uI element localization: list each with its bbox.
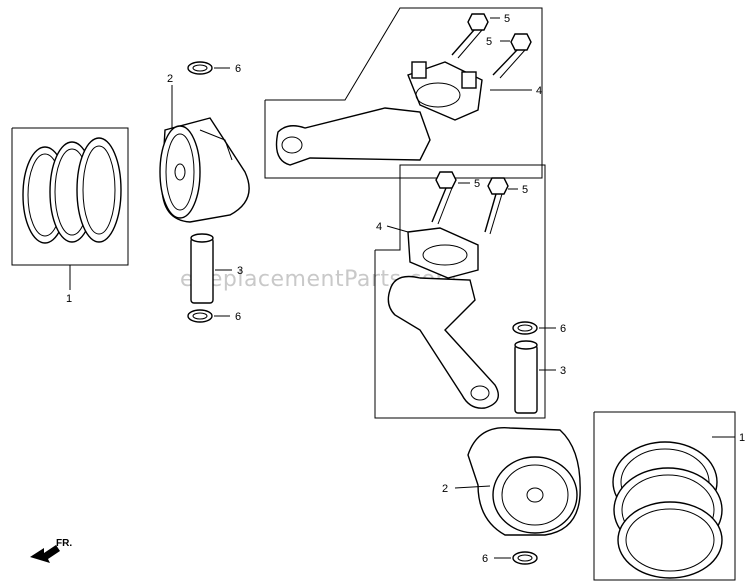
piston-pin-right <box>514 340 556 414</box>
callout-pin-right: 3 <box>560 365 566 377</box>
callout-rod-mid: 4 <box>376 221 382 233</box>
circlip-right-top <box>512 321 556 335</box>
callout-clip-right-top: 6 <box>560 323 566 335</box>
piston-pin-left <box>190 233 232 304</box>
connecting-rod-top <box>275 61 483 166</box>
callout-bolt-top-a: 5 <box>504 13 510 25</box>
front-direction-arrow-icon <box>30 545 60 563</box>
circlip-right-bottom <box>494 551 538 565</box>
piston-right <box>454 427 581 536</box>
callout-rod-top: 4 <box>536 85 542 97</box>
front-direction-label: FR. <box>56 538 72 549</box>
piston-rings-left <box>11 127 129 290</box>
callout-pin-left: 3 <box>237 265 243 277</box>
callout-piston-left: 2 <box>167 73 173 85</box>
callout-clip-left-bottom: 6 <box>235 311 241 323</box>
bolt-mid-a <box>431 171 470 225</box>
piston-rings-right <box>612 436 735 579</box>
callout-bolt-top-b: 5 <box>486 36 492 48</box>
circlip-left-bottom <box>187 309 230 323</box>
callout-piston-right: 2 <box>442 483 448 495</box>
bolt-top-b <box>492 33 532 79</box>
callout-rings-right: 1 <box>739 432 745 444</box>
piston-left <box>159 85 250 223</box>
callout-clip-left-top: 6 <box>235 63 241 75</box>
circlip-left-top <box>187 61 230 75</box>
callout-clip-right-bottom: 6 <box>482 553 488 565</box>
callout-bolt-mid-a: 5 <box>474 178 480 190</box>
bolt-top-a <box>451 13 500 59</box>
callout-rings-left: 1 <box>66 293 72 305</box>
callout-bolt-mid-b: 5 <box>522 184 528 196</box>
connecting-rod-mid <box>387 227 499 409</box>
bolt-mid-b <box>484 177 518 235</box>
